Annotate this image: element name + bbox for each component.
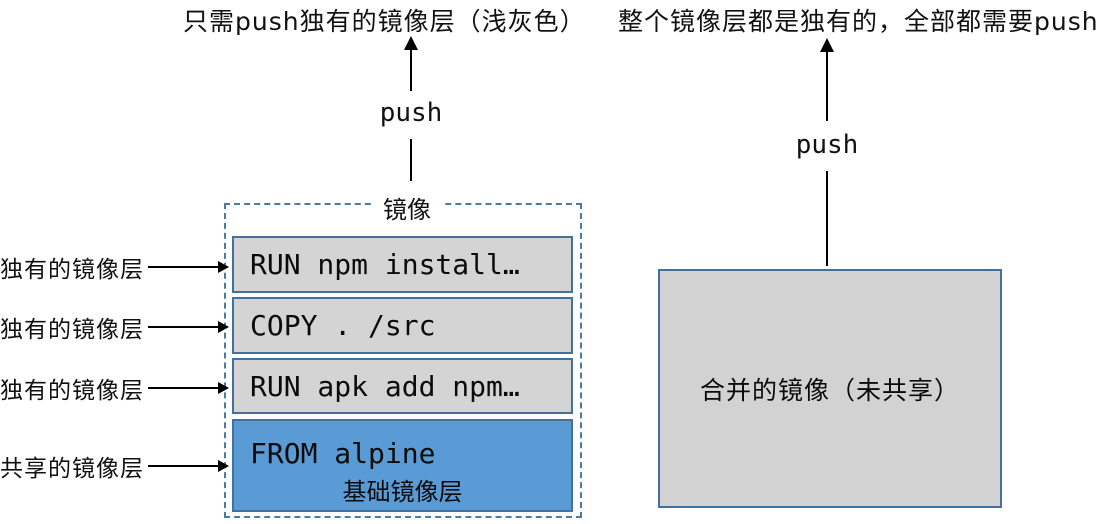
left-arrow-upper-line bbox=[410, 49, 412, 91]
layer-code-text: COPY . /src bbox=[250, 309, 436, 342]
layer-copy-src: COPY . /src bbox=[232, 297, 573, 354]
arrow-right-icon bbox=[218, 321, 229, 333]
left-arrow-lower-line bbox=[410, 139, 412, 181]
merged-image-box: 合并的镜像（未共享） bbox=[658, 269, 1002, 508]
side-label-arrow-line bbox=[148, 326, 218, 328]
image-box-legend-text: 镜像 bbox=[371, 196, 443, 224]
layer-code-text: FROM alpine bbox=[250, 437, 436, 470]
right-arrow-lower-line bbox=[826, 171, 828, 266]
left-annotation-title: 只需push独有的镜像层（浅灰色） bbox=[183, 7, 586, 36]
right-annotation-title: 整个镜像层都是独有的，全部都需要push bbox=[618, 7, 1099, 36]
side-label-arrow-line bbox=[148, 266, 218, 268]
left-push-label: push bbox=[379, 98, 443, 128]
layer-run-npm-install: RUN npm install… bbox=[232, 236, 573, 293]
arrow-right-icon bbox=[218, 261, 229, 273]
right-arrow-upper-line bbox=[826, 51, 828, 121]
side-label-unique-2: 独有的镜像层 bbox=[0, 315, 229, 343]
right-push-label: push bbox=[795, 130, 859, 160]
side-label-text: 独有的镜像层 bbox=[0, 257, 144, 283]
side-label-text: 独有的镜像层 bbox=[0, 317, 144, 343]
side-label-text: 共享的镜像层 bbox=[0, 456, 144, 482]
layer-run-apk-add: RUN apk add npm… bbox=[232, 358, 573, 414]
image-box-legend: 镜像 bbox=[332, 190, 482, 225]
base-layer-label: 基础镜像层 bbox=[342, 478, 463, 506]
side-label-arrow-line bbox=[148, 387, 218, 389]
side-label-arrow-line bbox=[148, 465, 218, 467]
side-label-shared: 共享的镜像层 bbox=[0, 454, 229, 482]
left-arrow-up-icon bbox=[404, 36, 418, 50]
layer-code-text: RUN npm install… bbox=[250, 248, 520, 281]
side-label-text: 独有的镜像层 bbox=[0, 378, 144, 404]
merged-image-label: 合并的镜像（未共享） bbox=[699, 375, 960, 405]
layer-code-text: RUN apk add npm… bbox=[250, 370, 520, 403]
arrow-right-icon bbox=[218, 460, 229, 472]
side-label-unique-1: 独有的镜像层 bbox=[0, 255, 229, 283]
arrow-right-icon bbox=[218, 382, 229, 394]
right-arrow-up-icon bbox=[820, 38, 834, 52]
layer-from-alpine: FROM alpine 基础镜像层 bbox=[232, 419, 573, 512]
side-label-unique-3: 独有的镜像层 bbox=[0, 376, 229, 404]
